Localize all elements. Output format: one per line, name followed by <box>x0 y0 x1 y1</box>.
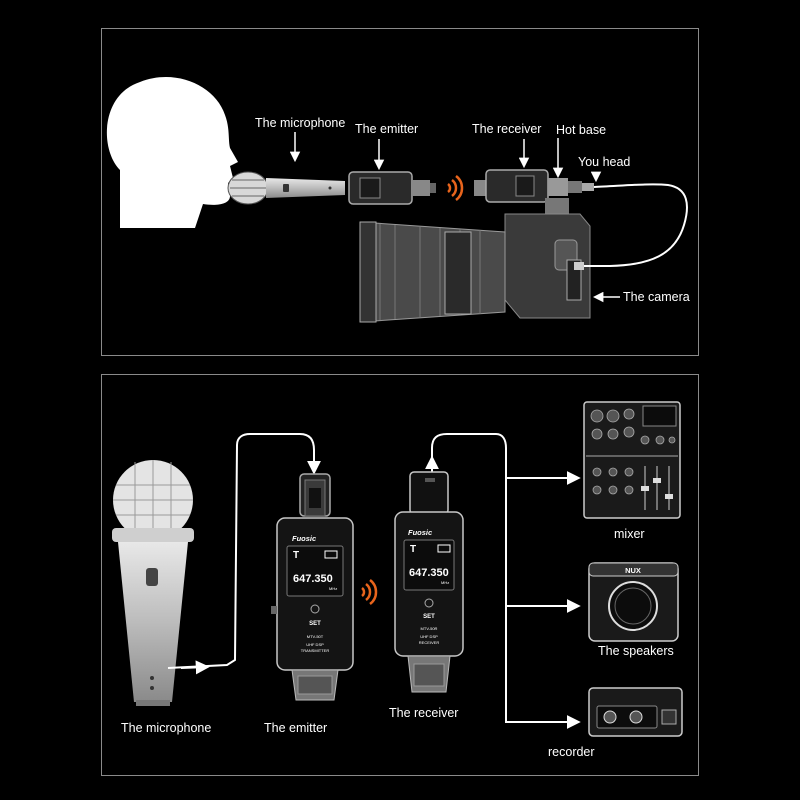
top-microphone <box>227 171 345 205</box>
bottom-speaker: NUX <box>588 562 679 642</box>
bottom-emitter-unit: MHz <box>329 586 337 591</box>
bottom-label-microphone: The microphone <box>121 721 211 735</box>
top-pointer-lines <box>289 132 620 303</box>
top-label-you-head: You head <box>578 155 630 169</box>
top-receiver-device <box>474 169 594 203</box>
bottom-recorder <box>588 687 683 737</box>
bottom-emitter-set-label: SET <box>309 621 321 627</box>
bottom-receiver-frequency: 647.350 <box>409 567 449 579</box>
bottom-receiver-brand: Fuosic <box>408 528 433 537</box>
bottom-microphone <box>112 460 194 706</box>
bottom-routing-lines <box>167 433 581 729</box>
bottom-label-speakers: The speakers <box>598 644 674 658</box>
wifi-signal-icon <box>361 579 378 605</box>
svg-text:T: T <box>410 544 416 555</box>
top-emitter-device <box>348 171 436 205</box>
bottom-label-emitter: The emitter <box>264 721 327 735</box>
bottom-receiver-type-line2: RECEIVER <box>419 640 440 645</box>
top-label-receiver: The receiver <box>472 122 541 136</box>
bottom-emitter-frequency: 647.350 <box>293 573 333 585</box>
bottom-receiver-model: MTV-50R <box>421 626 438 631</box>
bottom-receiver-unit: MHz <box>441 580 449 585</box>
top-head-silhouette <box>106 77 238 228</box>
svg-text:T: T <box>293 550 299 561</box>
bottom-emitter-type-line2: TRANSMITTER <box>301 648 330 653</box>
bottom-receiver-device: Fuosic T 647.350 MHz SET MTV-50R UHF DSP… <box>394 471 464 693</box>
top-label-emitter: The emitter <box>355 122 418 136</box>
bottom-mixer <box>583 401 681 519</box>
top-label-microphone: The microphone <box>255 116 345 130</box>
top-camera <box>359 198 591 323</box>
bottom-emitter-model: MTV-50T <box>307 634 324 639</box>
bottom-label-mixer: mixer <box>614 527 645 541</box>
top-label-hot-base: Hot base <box>556 123 606 137</box>
bottom-label-recorder: recorder <box>548 745 595 759</box>
bottom-emitter-device: Fuosic T 647.350 MHz SET MTV-50T UHF DSP… <box>271 473 354 701</box>
top-label-camera: The camera <box>623 290 690 304</box>
wifi-signal-icon <box>447 175 464 201</box>
bottom-emitter-brand: Fuosic <box>292 534 317 543</box>
top-audio-cable <box>580 183 688 267</box>
bottom-mic-arrow <box>180 660 210 675</box>
top-cable-jack <box>574 262 584 270</box>
bottom-speaker-brand: NUX <box>625 566 641 575</box>
bottom-label-receiver: The receiver <box>389 706 458 720</box>
bottom-emitter-type-line1: UHF DSP <box>306 642 324 647</box>
bottom-receiver-set-label: SET <box>423 614 435 620</box>
bottom-receiver-type-line1: UHF DSP <box>420 634 438 639</box>
